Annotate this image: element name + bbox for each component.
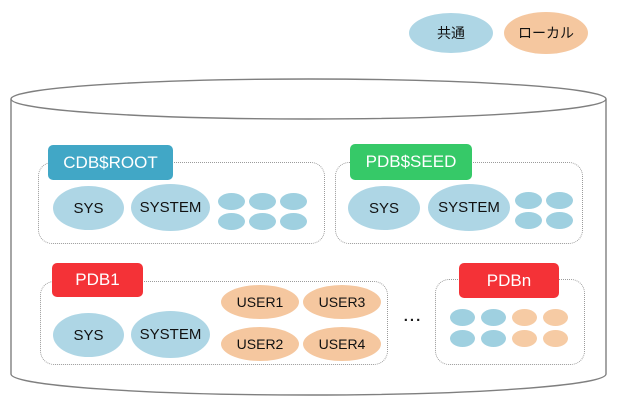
pdb1-sys-ellipse: SYS xyxy=(53,313,124,357)
common-user-dot xyxy=(450,309,475,326)
pdbn-user-dots xyxy=(450,309,568,347)
common-user-dot xyxy=(546,192,573,209)
pdb1-user2-ellipse: USER2 xyxy=(221,327,299,361)
pdb1-user3-ellipse: USER3 xyxy=(303,285,381,319)
pdb-seed-user-dots xyxy=(515,192,573,229)
more-pdbs-ellipsis: ... xyxy=(403,308,423,325)
common-user-dot xyxy=(481,330,506,347)
local-user-dot xyxy=(543,330,568,347)
common-user-dot xyxy=(280,193,307,210)
common-user-dot xyxy=(481,309,506,326)
common-user-dot xyxy=(515,212,542,229)
cdb-root-sys-ellipse: SYS xyxy=(53,186,124,230)
legend-common-ellipse: 共通 xyxy=(409,13,493,53)
common-user-dot xyxy=(280,213,307,230)
common-user-dot xyxy=(218,213,245,230)
cdb-root-title: CDB$ROOT xyxy=(48,145,173,180)
common-user-dot xyxy=(249,213,276,230)
legend-local-ellipse: ローカル xyxy=(504,12,588,54)
local-user-dot xyxy=(512,309,537,326)
cdb-root-system-ellipse: SYSTEM xyxy=(131,184,210,231)
cdb-root-user-dots xyxy=(218,193,307,230)
pdb1-title: PDB1 xyxy=(52,263,143,297)
pdb-seed-system-ellipse: SYSTEM xyxy=(428,184,510,231)
pdb1-user4-ellipse: USER4 xyxy=(303,327,381,361)
cdb-root-container xyxy=(38,162,325,244)
local-user-dot xyxy=(543,309,568,326)
pdb1-user1-ellipse: USER1 xyxy=(221,285,299,319)
pdbn-title: PDBn xyxy=(459,263,559,298)
common-user-dot xyxy=(450,330,475,347)
common-user-dot xyxy=(515,192,542,209)
pdb1-system-ellipse: SYSTEM xyxy=(131,311,210,358)
pdb-seed-sys-ellipse: SYS xyxy=(348,186,420,230)
common-user-dot xyxy=(218,193,245,210)
common-user-dot xyxy=(546,212,573,229)
pdb-seed-title: PDB$SEED xyxy=(350,144,472,180)
pdb1-container xyxy=(40,281,388,365)
common-user-dot xyxy=(249,193,276,210)
local-user-dot xyxy=(512,330,537,347)
